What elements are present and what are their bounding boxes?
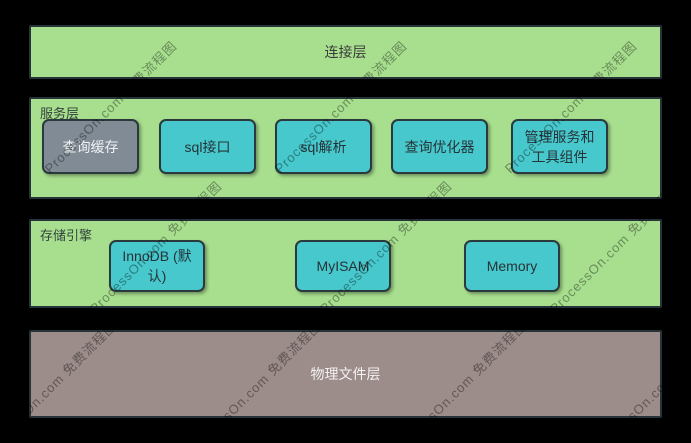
myisam-label: MyISAM	[316, 258, 370, 274]
service-box-sql-parser: sql解析	[275, 119, 372, 174]
storage-engine-panel: 存储引擎 InnoDB (默认) MyISAM Memory	[29, 219, 662, 308]
connection-layer-bar: 连接层	[29, 25, 662, 79]
service-box-query-optimizer: 查询优化器	[391, 119, 488, 174]
physical-file-layer-bar: 物理文件层	[29, 330, 662, 418]
mgmt-tools-label: 管理服务和 工具组件	[524, 128, 595, 165]
service-box-mgmt-tools: 管理服务和 工具组件	[511, 119, 608, 174]
query-cache-label: 查询缓存	[62, 138, 119, 155]
storage-engine-label: 存储引擎	[40, 228, 93, 243]
query-optimizer-label: 查询优化器	[404, 138, 475, 155]
sql-interface-label: sql接口	[184, 138, 231, 155]
innodb-label: InnoDB (默认)	[122, 248, 192, 284]
service-box-query-cache: 查询缓存	[42, 119, 139, 174]
connection-layer-label: 连接层	[324, 44, 367, 60]
service-box-sql-interface: sql接口	[159, 119, 256, 174]
memory-label: Memory	[486, 258, 538, 274]
physical-file-layer-label: 物理文件层	[310, 366, 381, 382]
service-layer-panel: 服务层 查询缓存 sql接口 sql解析 查询优化器 管理服务和 工具组件	[29, 97, 662, 199]
sql-parser-label: sql解析	[300, 138, 347, 155]
service-layer-label: 服务层	[40, 106, 80, 121]
storage-box-memory: Memory	[464, 240, 560, 292]
storage-box-myisam: MyISAM	[295, 240, 391, 292]
storage-box-innodb: InnoDB (默认)	[109, 240, 205, 292]
